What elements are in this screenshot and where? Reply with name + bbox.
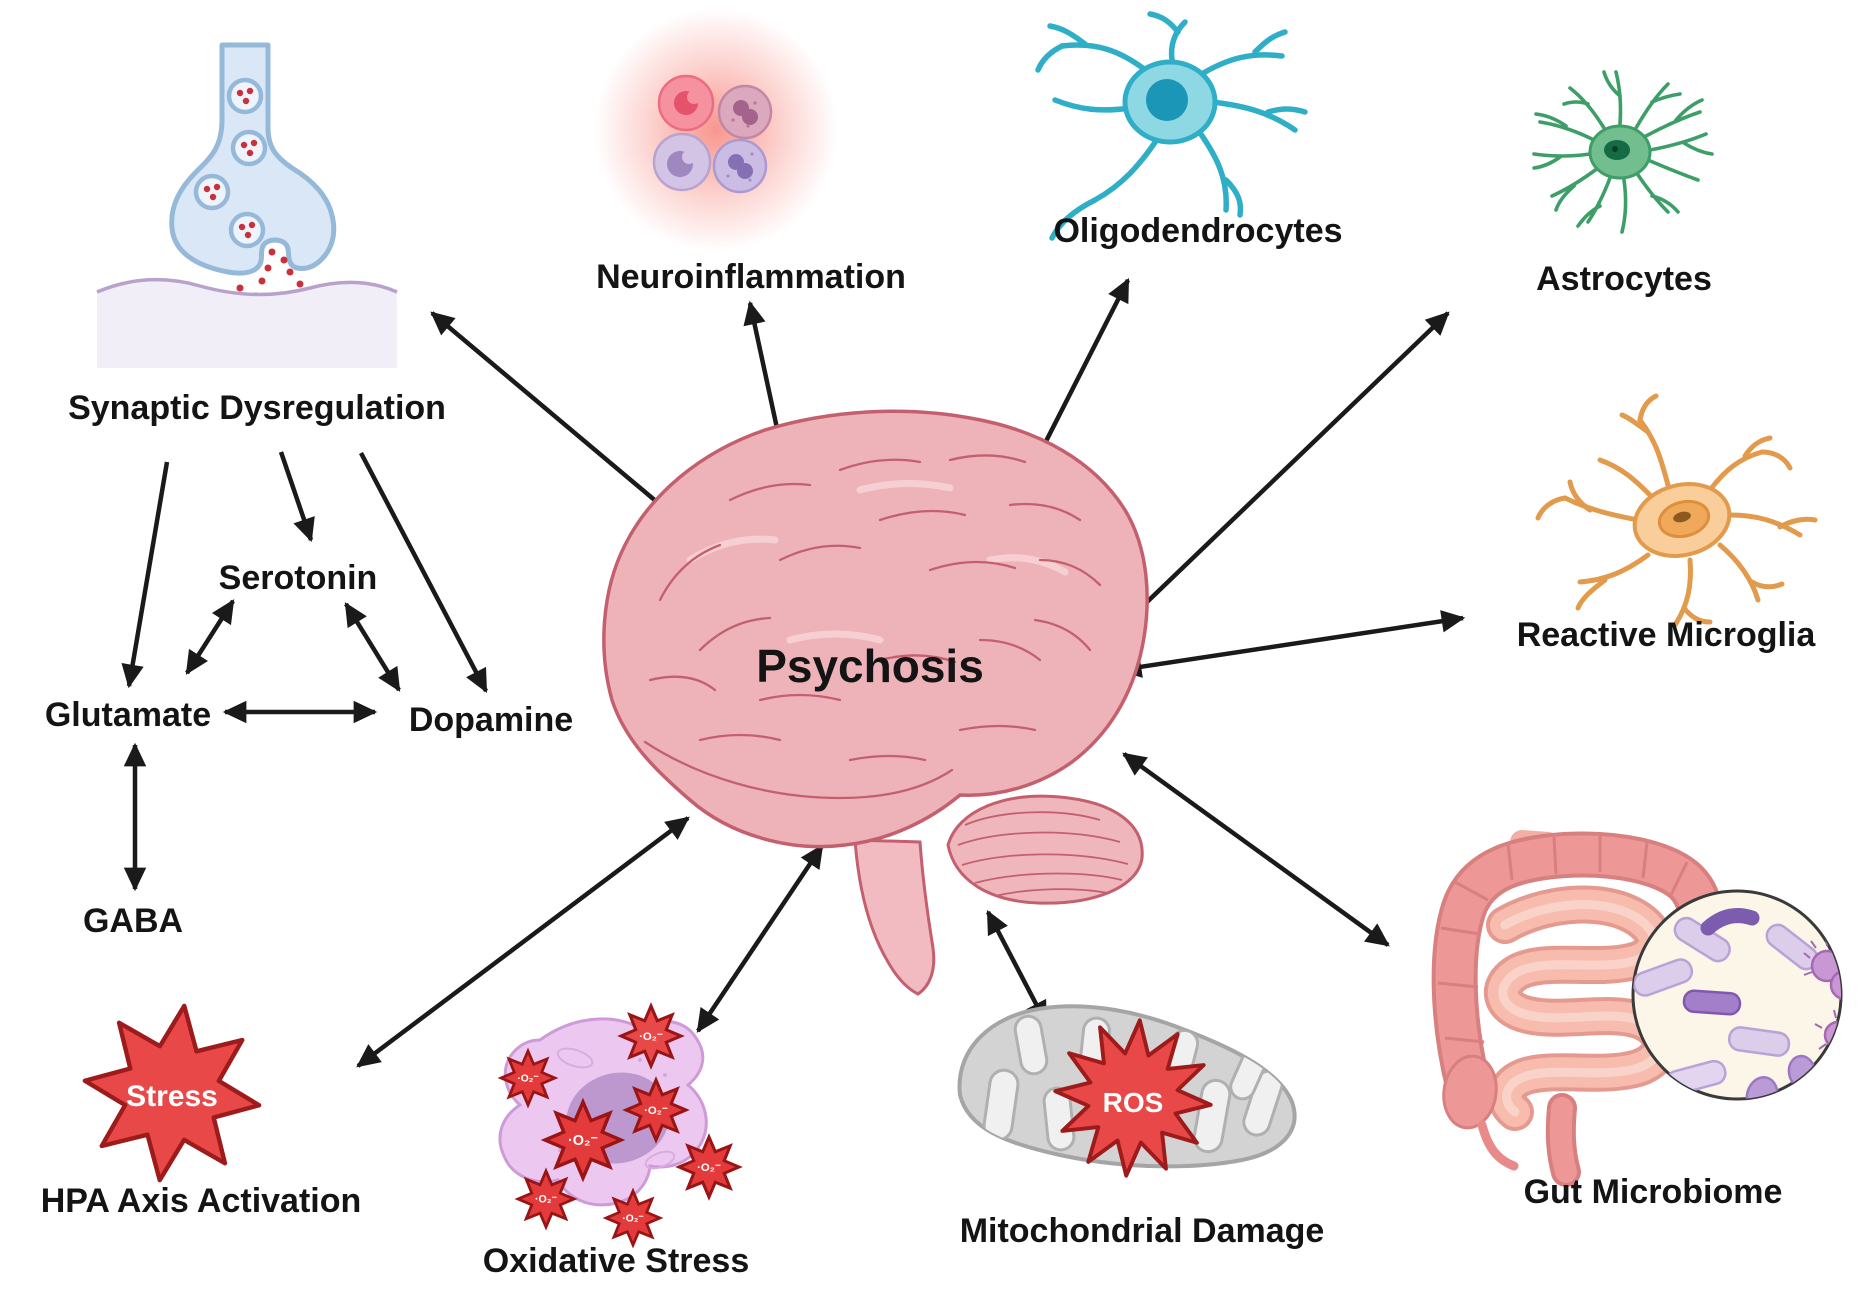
dopamine-label: Dopamine	[409, 701, 573, 739]
inflammation-glow	[594, 8, 838, 252]
glutamate-label: Glutamate	[45, 696, 211, 734]
cerebellum-striations	[957, 811, 1129, 897]
edges	[121, 277, 1466, 1068]
brainstem	[853, 838, 936, 996]
stress-badge: Stress	[126, 1080, 218, 1113]
superoxide-badge: ·O₂⁻	[568, 1133, 598, 1149]
gut-illustration	[1431, 830, 1725, 1187]
astrocytes-label: Astrocytes	[1536, 260, 1712, 298]
edge-synaptic-glutamate	[121, 461, 170, 689]
neuroinflammation-label: Neuroinflammation	[596, 258, 906, 296]
hpa-axis-label: HPA Axis Activation	[41, 1182, 362, 1220]
ros-badge: ROS	[1103, 1087, 1164, 1118]
edge-psychosis-synaptic	[430, 311, 678, 520]
small-intestine-sheen	[1498, 900, 1665, 1117]
superoxide-radicals: ·O₂⁻ ·O₂⁻ ·O₂⁻ ·O₂⁻ ·O₂⁻ ·O₂⁻ ·O₂⁻	[499, 1004, 741, 1247]
gut-microbiome-label: Gut Microbiome	[1524, 1173, 1783, 1211]
psychosis-label: Psychosis	[756, 640, 984, 692]
edge-synaptic-dopamine	[359, 451, 488, 693]
reactive-microglia-label: Reactive Microglia	[1517, 616, 1817, 654]
synaptic-vesicles	[193, 77, 268, 249]
oligodendrocyte-illustration	[1035, 11, 1308, 241]
superoxide-badge: ·O₂⁻	[535, 1194, 558, 1206]
neuroinflammation-illustration	[594, 8, 838, 252]
haustra-lines	[1437, 836, 1719, 1044]
superoxide-badge: ·O₂⁻	[517, 1074, 538, 1085]
astrocyte-illustration	[1532, 70, 1714, 234]
cecum	[1442, 1054, 1498, 1130]
ros-star-icon: ROS	[1046, 1011, 1220, 1185]
oxidative-stress-cell-illustration: ·O₂⁻ ·O₂⁻ ·O₂⁻ ·O₂⁻ ·O₂⁻ ·O₂⁻ ·O₂⁻	[498, 1004, 741, 1247]
superoxide-badge: ·O₂⁻	[644, 1105, 668, 1117]
microbiome-circle	[1631, 889, 1843, 1101]
cerebrum	[602, 409, 1149, 849]
synapse-illustration	[96, 42, 398, 368]
edge-psychosis-hpa	[356, 816, 690, 1068]
microglia-illustration	[1535, 393, 1818, 628]
superoxide-badge: ·O₂⁻	[639, 1031, 663, 1043]
stress-star-icon: Stress	[73, 994, 272, 1193]
immune-cells	[652, 74, 773, 194]
superoxide-badge: ·O₂⁻	[697, 1162, 721, 1174]
oxidative-stress-label: Oxidative Stress	[483, 1242, 749, 1280]
vesicle-neurotransmitters	[203, 87, 258, 239]
serotonin-label: Serotonin	[219, 559, 378, 597]
appendix	[1477, 1120, 1519, 1171]
rectum	[1549, 1097, 1577, 1183]
postsynaptic-membrane-edge	[96, 278, 398, 297]
edge-synaptic-serotonin	[278, 451, 315, 543]
gaba-label: GABA	[83, 902, 183, 940]
edge-serotonin-glutamate	[185, 599, 235, 675]
edge-psychosis-mitochondrial	[986, 910, 1048, 1025]
postsynaptic-membrane	[97, 279, 397, 368]
gyri-lines	[643, 454, 1102, 800]
edge-serotonin-dopamine	[344, 602, 401, 692]
mitochondrion-illustration: ROS	[957, 1004, 1297, 1185]
brain-illustration	[602, 409, 1149, 996]
oligodendrocyte-nucleus	[1146, 79, 1188, 121]
oligodendrocytes-label: Oligodendrocytes	[1053, 212, 1342, 250]
superoxide-badge: ·O₂⁻	[622, 1214, 643, 1225]
mitochondrial-damage-label: Mitochondrial Damage	[960, 1212, 1325, 1250]
edge-psychosis-astrocytes	[1120, 311, 1450, 628]
edge-psychosis-oxidative	[696, 844, 824, 1033]
edge-psychosis-microglia	[1117, 610, 1466, 678]
edge-psychosis-gut	[1122, 752, 1390, 947]
synaptic-dysregulation-label: Synaptic Dysregulation	[68, 389, 446, 427]
cristae	[982, 1014, 1284, 1154]
